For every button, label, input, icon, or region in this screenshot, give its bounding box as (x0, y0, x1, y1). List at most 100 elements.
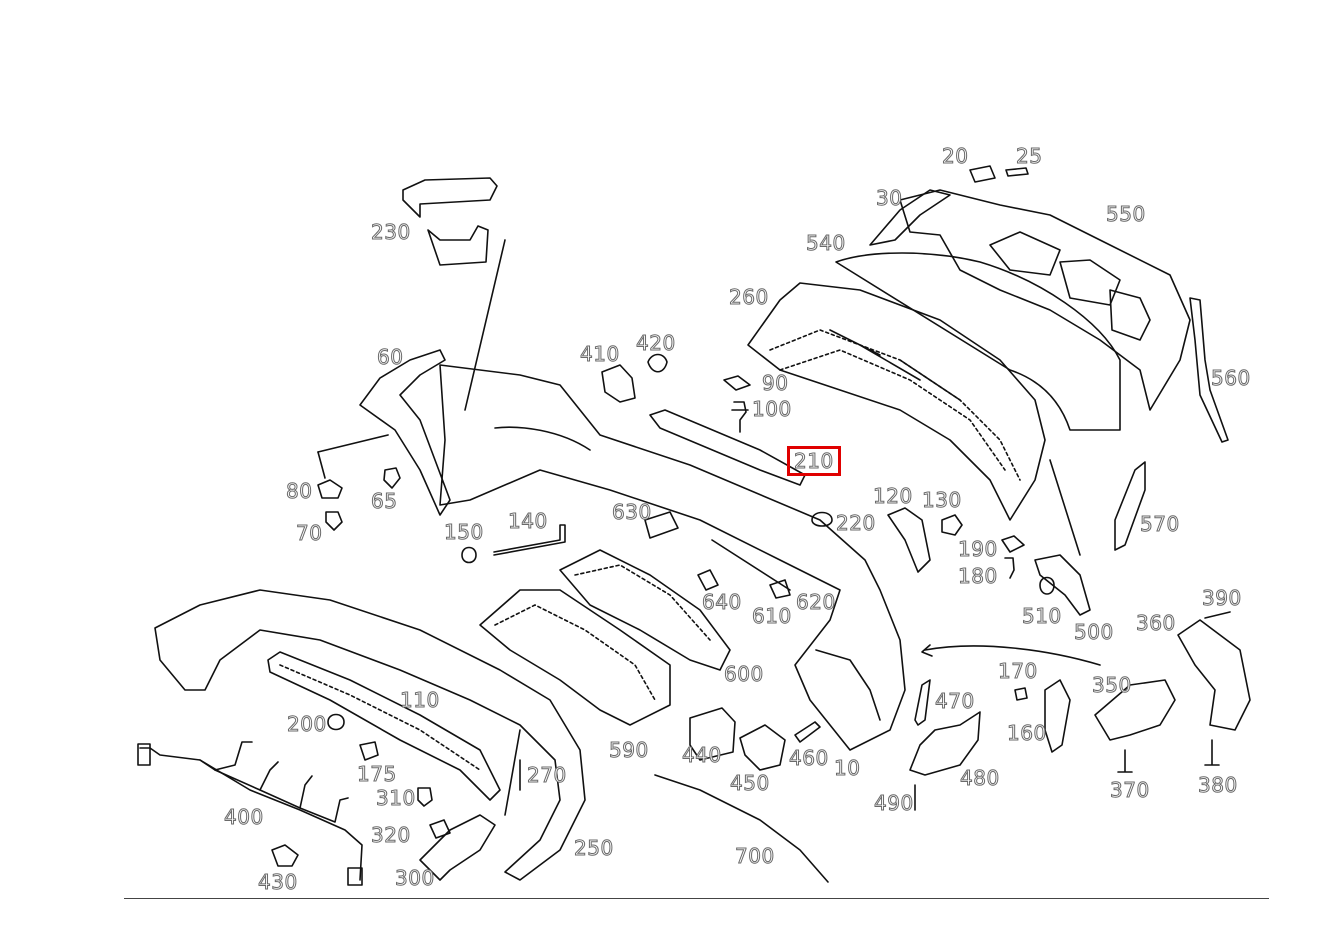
part-700-rod[interactable] (654, 774, 829, 883)
part-150-disc[interactable] (461, 546, 477, 564)
part-label-600[interactable]: 600 (724, 662, 764, 686)
part-210-strip[interactable] (649, 409, 806, 486)
part-label-430[interactable]: 430 (258, 870, 298, 894)
part-640-clip[interactable] (697, 569, 719, 591)
part-label-560[interactable]: 560 (1211, 366, 1251, 390)
part-label-150[interactable]: 150 (444, 520, 484, 544)
part-30-strip[interactable] (869, 189, 951, 246)
part-370-screw[interactable] (1117, 749, 1133, 773)
part-label-80[interactable]: 80 (285, 479, 313, 503)
part-630-clip[interactable] (644, 511, 679, 539)
part-label-490[interactable]: 490 (874, 791, 914, 815)
part-label-20[interactable]: 20 (941, 144, 969, 168)
part-label-370[interactable]: 370 (1110, 778, 1150, 802)
part-label-570[interactable]: 570 (1140, 512, 1180, 536)
part-label-550[interactable]: 550 (1106, 202, 1146, 226)
part-260-bumper-support[interactable] (747, 282, 1046, 521)
part-label-120[interactable]: 120 (873, 484, 913, 508)
part-label-440[interactable]: 440 (682, 743, 722, 767)
part-120-bracket[interactable] (887, 507, 931, 573)
part-25-clip[interactable] (1005, 167, 1029, 177)
part-label-350[interactable]: 350 (1092, 673, 1132, 697)
part-510-grommet[interactable] (1039, 576, 1055, 595)
part-60-bracket[interactable] (359, 349, 451, 516)
part-label-60[interactable]: 60 (376, 345, 404, 369)
part-label-65[interactable]: 65 (370, 489, 398, 513)
part-160-bracket[interactable] (1044, 679, 1071, 753)
part-label-620[interactable]: 620 (796, 590, 836, 614)
part-label-610[interactable]: 610 (752, 604, 792, 628)
part-590-impact-absorber[interactable] (479, 589, 671, 726)
part-label-210-highlighted[interactable]: 210 (787, 446, 841, 476)
part-610-rod[interactable] (711, 539, 791, 591)
part-350-exhaust-trim[interactable] (1094, 679, 1176, 741)
part-label-360[interactable]: 360 (1136, 611, 1176, 635)
part-20-clip[interactable] (969, 165, 996, 183)
part-label-110[interactable]: 110 (400, 688, 440, 712)
part-label-480[interactable]: 480 (960, 766, 1000, 790)
part-175-grommet[interactable] (359, 741, 379, 761)
part-label-10[interactable]: 10 (833, 756, 861, 780)
part-label-250[interactable]: 250 (574, 836, 614, 860)
part-170-nut[interactable] (1014, 687, 1028, 701)
part-550-panel[interactable] (899, 189, 1191, 411)
part-label-260[interactable]: 260 (729, 285, 769, 309)
part-100-bolt[interactable] (731, 401, 749, 433)
part-label-320[interactable]: 320 (371, 823, 411, 847)
part-250-lower-cover[interactable] (154, 589, 586, 881)
part-620-clip[interactable] (769, 579, 791, 599)
part-420-ring[interactable] (647, 353, 668, 373)
part-label-170[interactable]: 170 (998, 659, 1038, 683)
part-label-450[interactable]: 450 (730, 771, 770, 795)
part-label-700[interactable]: 700 (735, 844, 775, 868)
part-300-bracket[interactable] (419, 814, 496, 881)
part-470-trim[interactable] (914, 679, 931, 726)
part-540-bumper-cover-upper[interactable] (835, 252, 1121, 431)
part-label-310[interactable]: 310 (376, 786, 416, 810)
part-180-bolt[interactable] (1004, 557, 1015, 579)
part-label-90[interactable]: 90 (761, 371, 789, 395)
part-label-500[interactable]: 500 (1074, 620, 1114, 644)
part-480-trim[interactable] (909, 711, 981, 776)
part-label-70[interactable]: 70 (295, 521, 323, 545)
part-label-175[interactable]: 175 (357, 762, 397, 786)
part-310-bolt[interactable] (417, 787, 433, 807)
part-230-trim[interactable] (402, 177, 498, 266)
part-label-400[interactable]: 400 (224, 805, 264, 829)
part-400-wiring-harness[interactable] (137, 741, 363, 886)
part-label-100[interactable]: 100 (752, 397, 792, 421)
part-70-bolt[interactable] (325, 511, 343, 531)
part-410-sensor[interactable] (601, 364, 636, 403)
part-430-sensor[interactable] (271, 844, 299, 867)
part-140-rod[interactable] (493, 524, 566, 556)
part-label-220[interactable]: 220 (836, 511, 876, 535)
part-90-nut[interactable] (723, 375, 751, 391)
part-380-screw[interactable] (1204, 739, 1220, 766)
part-360-bracket[interactable] (1177, 619, 1251, 731)
part-label-190[interactable]: 190 (958, 537, 998, 561)
part-label-230[interactable]: 230 (371, 220, 411, 244)
part-label-420[interactable]: 420 (636, 331, 676, 355)
part-label-590[interactable]: 590 (609, 738, 649, 762)
part-200-ring[interactable] (327, 713, 345, 731)
part-label-200[interactable]: 200 (287, 712, 327, 736)
part-label-540[interactable]: 540 (806, 231, 846, 255)
part-label-460[interactable]: 460 (789, 746, 829, 770)
part-570-side-trim[interactable] (1114, 461, 1146, 551)
part-320-nut[interactable] (429, 819, 451, 839)
part-label-160[interactable]: 160 (1007, 721, 1047, 745)
part-500-bracket[interactable] (1034, 554, 1091, 616)
part-10-bumper-cover[interactable] (439, 364, 906, 751)
part-label-470[interactable]: 470 (935, 689, 975, 713)
part-65-clip[interactable] (383, 467, 401, 489)
part-label-630[interactable]: 630 (612, 500, 652, 524)
part-label-640[interactable]: 640 (702, 590, 742, 614)
part-390-screw[interactable] (1204, 611, 1231, 619)
part-80-nut[interactable] (317, 479, 343, 499)
part-label-270[interactable]: 270 (527, 763, 567, 787)
part-440-module[interactable] (689, 707, 736, 761)
part-130-plug[interactable] (941, 514, 963, 536)
part-label-130[interactable]: 130 (922, 488, 962, 512)
part-220-washer[interactable] (811, 511, 833, 527)
part-label-380[interactable]: 380 (1198, 773, 1238, 797)
